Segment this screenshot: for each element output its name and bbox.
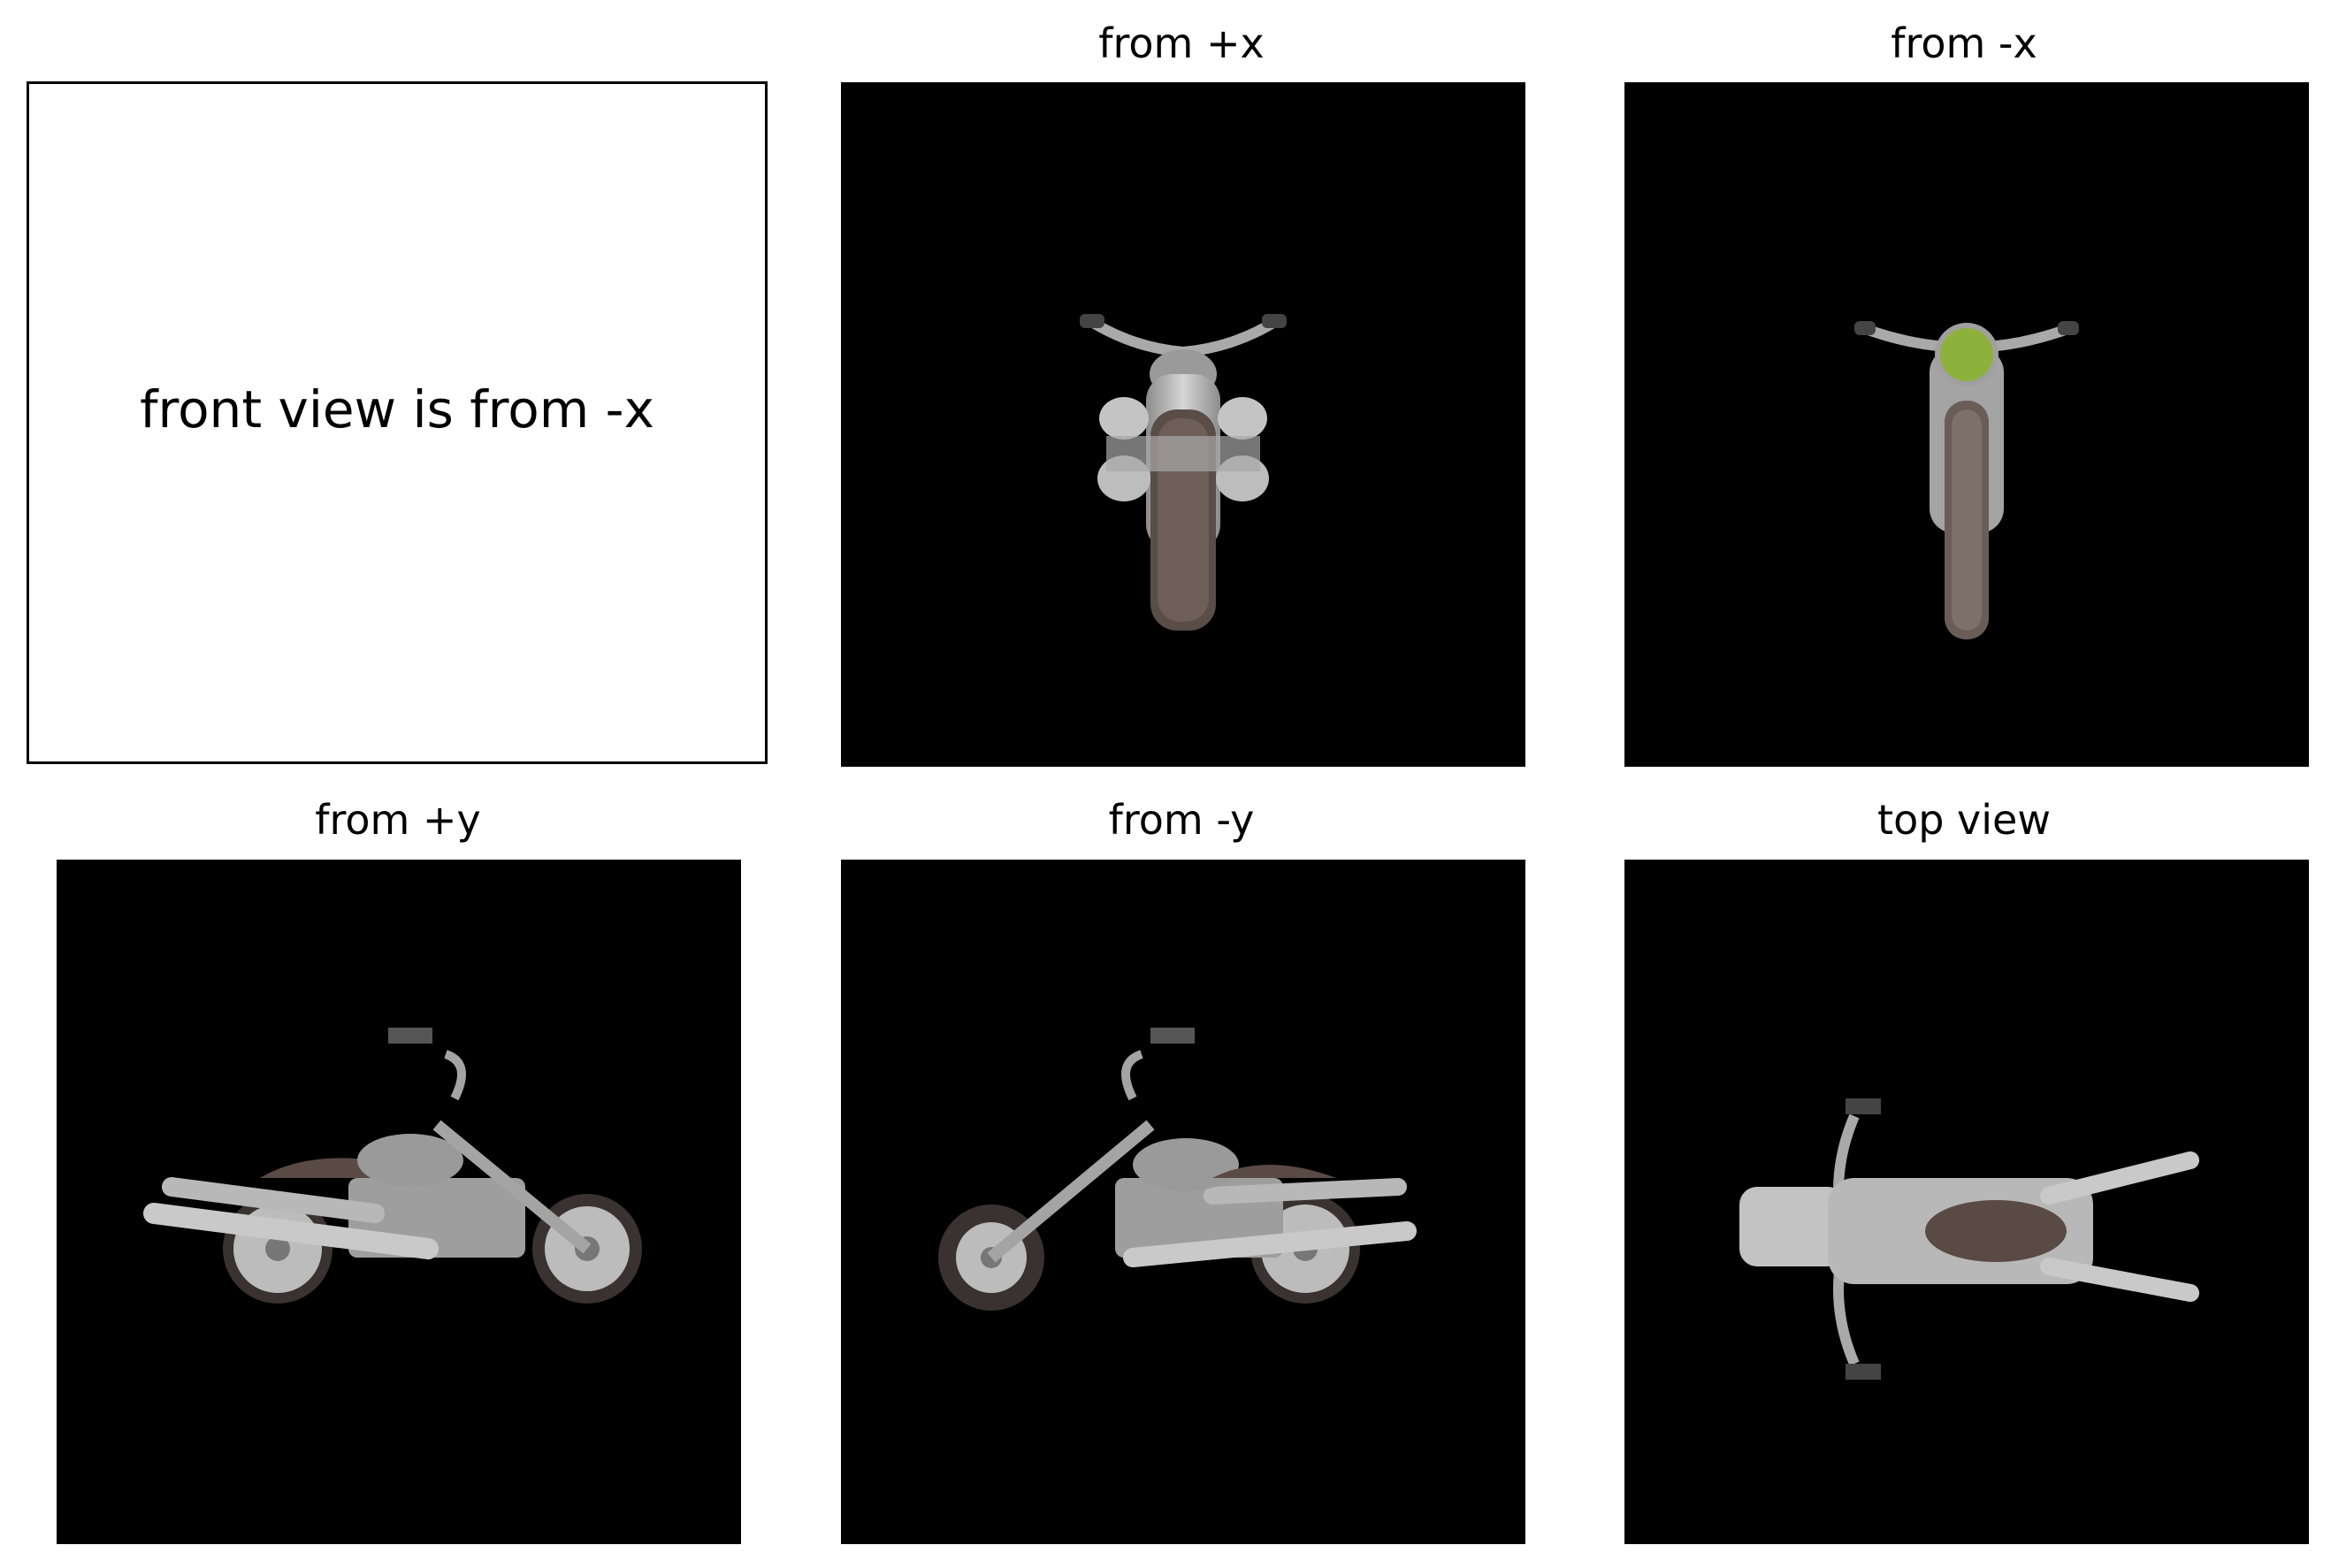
front-view-note-box: front view is from -x [27, 81, 768, 764]
headlight [1940, 328, 1993, 381]
front-view-note: front view is from -x [140, 379, 654, 440]
motorcycle-rear-view [1080, 314, 1287, 631]
panel-title-top-view: top view [1877, 796, 2051, 844]
motorcycle-top-view [1739, 1098, 2199, 1380]
panel-title-from-minus-y: from -y [1108, 796, 1255, 844]
motorcycle-side-view-plus-y [143, 1028, 642, 1304]
panel-title-from-plus-x: from +x [1098, 19, 1265, 67]
motorcycle-side-view-minus-y [938, 1028, 1417, 1311]
panel-title-from-minus-x: from -x [1891, 19, 2037, 67]
render-from-minus-y [841, 860, 1525, 1544]
panel-title-from-plus-y: from +y [315, 796, 481, 844]
render-top-view [1624, 860, 2309, 1544]
motorcycle-front-view [1854, 321, 2079, 639]
render-from-plus-y [57, 860, 741, 1544]
render-from-minus-x [1624, 82, 2309, 767]
render-from-plus-x [841, 82, 1525, 767]
